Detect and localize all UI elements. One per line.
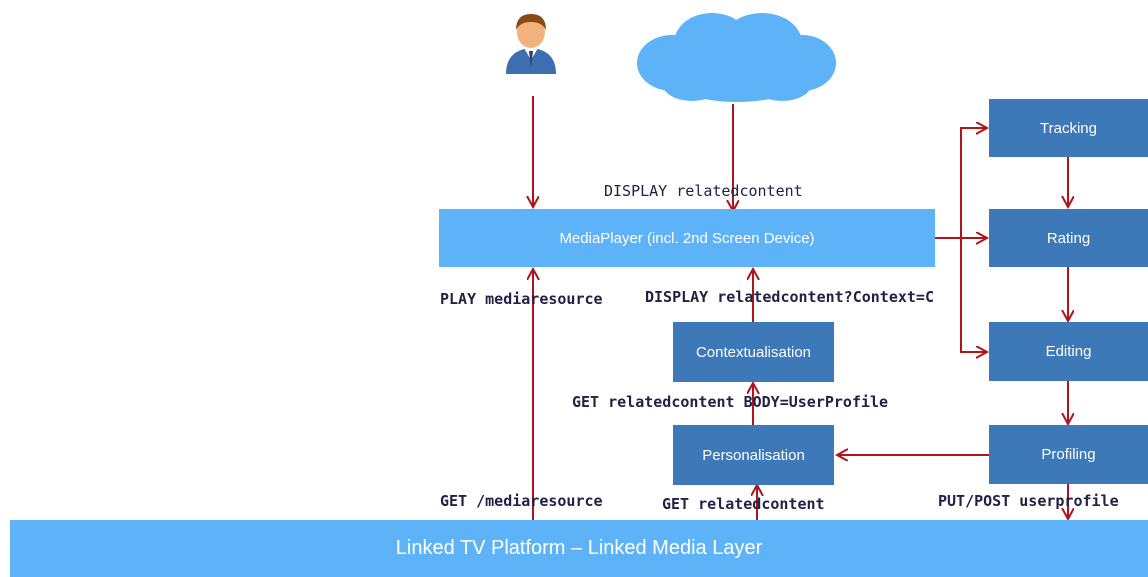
play-media-label: PLAY mediaresource bbox=[440, 290, 603, 308]
user-avatar-icon bbox=[506, 14, 556, 74]
personalisation-node: Personalisation bbox=[673, 425, 834, 485]
contextualisation-label: Contextualisation bbox=[695, 343, 812, 361]
rating-label: Rating bbox=[1046, 229, 1091, 247]
platform-bar: Linked TV Platform – Linked Media Layer bbox=[10, 520, 1148, 577]
tracking-node: Tracking bbox=[989, 99, 1148, 157]
personalisation-label: Personalisation bbox=[702, 446, 805, 464]
tracking-label: Tracking bbox=[1040, 119, 1097, 137]
editing-label: Editing bbox=[1045, 343, 1092, 360]
display-related-label: DISPLAY relatedcontent bbox=[604, 182, 803, 200]
cloud-icon bbox=[637, 13, 836, 102]
mediaplayer-node: MediaPlayer (incl. 2nd Screen Device) bbox=[439, 209, 935, 267]
mediaplayer-label: MediaPlayer (incl. 2nd Screen Device) bbox=[559, 229, 815, 247]
get-related-label: GET relatedcontent bbox=[662, 495, 825, 513]
get-related-body-label: GET relatedcontent BODY=UserProfile bbox=[572, 393, 889, 411]
contextualisation-node: Contextualisation bbox=[673, 322, 834, 382]
profiling-node: Profiling bbox=[989, 425, 1148, 484]
get-media-label: GET /mediaresource bbox=[440, 492, 603, 510]
editing-node: Editing bbox=[989, 322, 1148, 381]
put-post-label: PUT/POST userprofile bbox=[938, 492, 1119, 510]
platform-label: Linked TV Platform – Linked Media Layer bbox=[395, 537, 763, 559]
rating-node: Rating bbox=[989, 209, 1148, 267]
display-context-label: DISPLAY relatedcontent?Context=C bbox=[645, 288, 934, 306]
profiling-label: Profiling bbox=[1041, 446, 1096, 463]
